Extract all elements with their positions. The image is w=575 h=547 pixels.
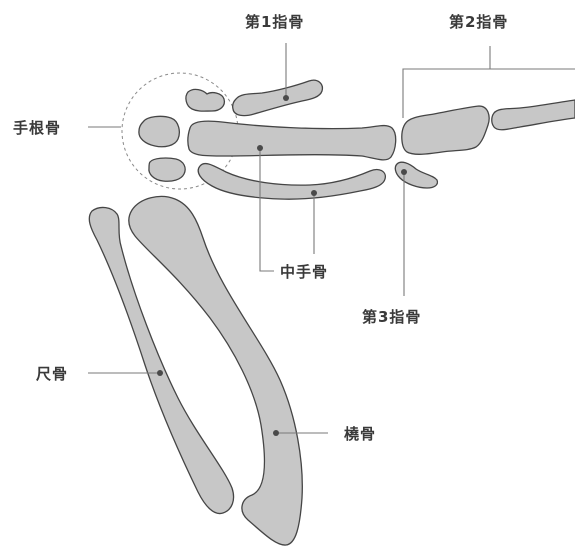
label-radius: 橈骨 bbox=[344, 425, 376, 443]
third-finger-dot bbox=[401, 169, 407, 175]
second-middle-phalanx bbox=[492, 100, 575, 130]
carpal-bone-left bbox=[139, 116, 179, 146]
carpal-bone-small-top bbox=[186, 89, 224, 111]
radius-dot bbox=[273, 430, 279, 436]
label-thumb: 第1指骨 bbox=[245, 13, 304, 31]
metacarpal-dot-a bbox=[257, 145, 263, 151]
third-metacarpal-bone bbox=[198, 164, 385, 200]
second-metacarpal-bone bbox=[188, 121, 396, 160]
metacarpal-dot-b bbox=[311, 190, 317, 196]
ulna-dot bbox=[157, 370, 163, 376]
label-second-finger: 第2指骨 bbox=[449, 13, 508, 31]
label-third-finger: 第3指骨 bbox=[362, 308, 421, 326]
metacarpal-leader-a bbox=[260, 148, 274, 271]
thumb-dot bbox=[283, 95, 289, 101]
label-ulna: 尺骨 bbox=[36, 365, 68, 383]
label-carpal: 手根骨 bbox=[13, 119, 61, 137]
label-metacarpal: 中手骨 bbox=[280, 263, 328, 281]
carpal-bone-bottom bbox=[149, 158, 185, 181]
thumb-bone bbox=[233, 80, 323, 115]
third-finger-phalanx bbox=[395, 162, 437, 188]
second-proximal-phalanx bbox=[402, 106, 489, 154]
